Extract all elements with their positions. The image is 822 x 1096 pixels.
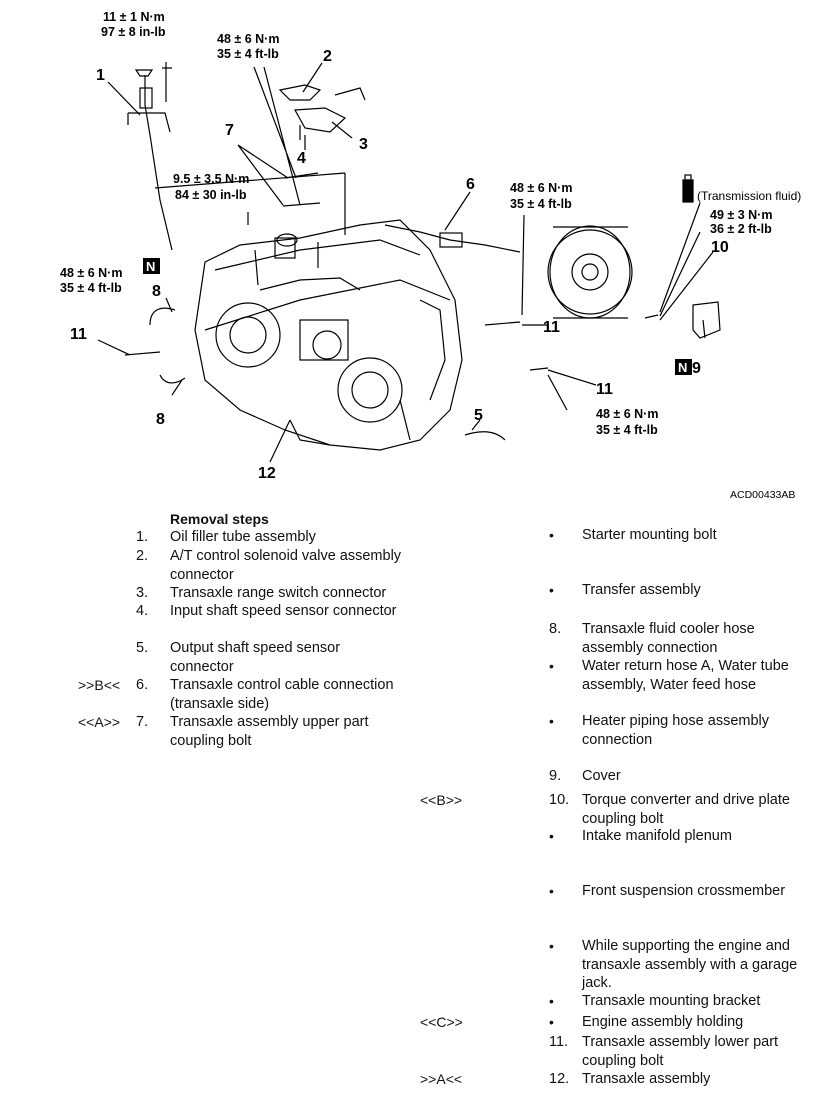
step-text: Intake manifold plenum [582,828,732,844]
bullet-icon: • [549,1014,554,1030]
svg-text:N: N [678,360,687,375]
bullet-icon: • [549,527,554,543]
oil-filler-tube-illustration [144,75,173,251]
torque-spec: 35 ± 4 ft-lb [596,423,658,437]
callout-5: 5 [474,407,483,424]
step-text: Transaxle assembly upper part coupling b… [170,714,369,749]
torque-spec: 84 ± 30 in-lb [175,188,247,202]
step-number: 4. [136,603,149,619]
step-text: Transaxle assembly lower part coupling b… [582,1034,779,1069]
torque-spec: 48 ± 6 N·m [60,266,122,280]
step-text: Transaxle range switch connector [170,585,387,601]
bullet-icon: • [549,938,554,954]
step-reference-mark: <<B>> [420,792,463,808]
callout-11-lower: 11 [596,381,613,398]
svg-text:N: N [146,259,155,274]
torque-spec: 48 ± 6 N·m [510,181,572,195]
torque-spec: 49 ± 3 N·m [710,208,772,222]
transaxle-exploded-diagram: 1 2 3 4 5 6 7 8 8 9 10 11 11 11 12 11 ± … [60,10,801,501]
bullet-icon: • [549,658,554,674]
fluid-bottle-icon [682,179,694,203]
step-text: Cover [582,768,621,784]
step-number: 3. [136,585,149,601]
torque-spec: 97 ± 8 in-lb [101,25,166,39]
torque-spec: 9.5 ± 3.5 N·m [173,172,249,186]
callout-3: 3 [359,136,368,153]
step-reference-mark: <<C>> [420,1014,463,1030]
step-text: Transaxle control cable connection (tran… [170,677,394,712]
step-reference-mark: >>A<< [420,1071,463,1087]
callout-11-left: 11 [70,326,87,343]
callout-1: 1 [96,67,105,84]
bullet-icon: • [549,883,554,899]
step-number: 2. [136,548,149,564]
bullet-icon: • [549,713,554,729]
step-text: Front suspension crossmember [582,883,786,899]
step-text: Oil filler tube assembly [170,529,316,545]
torque-spec: 35 ± 4 ft-lb [60,281,122,295]
callout-8-bottom: 8 [156,411,165,428]
step-number: 6. [136,677,149,693]
bullet-icon: • [549,828,554,844]
step-number: 1. [136,529,149,545]
bullet-icon: • [549,993,554,1009]
callout-8-top: 8 [152,283,161,300]
step-number: 7. [136,714,149,730]
step-text: Engine assembly holding [582,1014,744,1030]
bullet-icon: • [549,582,554,598]
step-text: Starter mounting bolt [582,527,717,543]
callout-9: 9 [692,360,701,377]
step-text: Input shaft speed sensor connector [170,603,397,619]
cover-illustration [692,301,721,339]
step-text: Heater piping hose assembly connection [582,713,769,748]
step-number: 8. [549,621,562,637]
step-number: 9. [549,768,562,784]
callout-11-mid: 11 [543,319,560,336]
step-text: Torque converter and drive plate couplin… [582,792,790,827]
step-number: 10. [549,792,570,808]
step-text: Transaxle fluid cooler hose assembly con… [582,621,755,656]
n-badge-icon: N [143,258,160,274]
callout-6: 6 [466,176,475,193]
step-number: 12. [549,1071,570,1087]
step-number: 11. [549,1034,569,1050]
step-text: Transaxle assembly [582,1071,711,1087]
callout-4: 4 [297,150,306,167]
callout-2: 2 [323,48,332,65]
step-number: 5. [136,640,149,656]
step-reference-mark: <<A>> [78,714,121,730]
callout-7: 7 [225,122,234,139]
step-text: Transaxle mounting bracket [582,993,761,1009]
converter-housing-illustration [215,302,281,368]
torque-spec: 35 ± 4 ft-lb [510,197,572,211]
step-text: Water return hose A, Water tube assembly… [582,658,789,693]
drive-plate-illustration [547,229,633,315]
control-cable-illustration [384,224,521,253]
step-text: A/T control solenoid valve assembly conn… [170,548,402,583]
step-text: While supporting the engine and transaxl… [582,938,798,991]
torque-spec: 11 ± 1 N·m [103,10,165,24]
torque-spec: 48 ± 6 N·m [217,32,279,46]
removal-steps-title: Removal steps [170,511,269,527]
step-reference-mark: >>B<< [78,677,121,693]
callout-10: 10 [711,239,729,256]
transaxle-case-illustration [194,219,463,451]
torque-spec: 35 ± 4 ft-lb [217,47,279,61]
callout-12: 12 [258,465,276,482]
n-badge-icon: N [675,359,692,375]
step-text: Transfer assembly [582,582,701,598]
figure-id: ACD00433AB [730,489,795,501]
fluid-label: (Transmission fluid) [697,189,801,203]
torque-spec: 36 ± 2 ft-lb [710,222,772,236]
step-text: Output shaft speed sensor connector [170,640,341,675]
torque-spec: 48 ± 6 N·m [596,407,658,421]
